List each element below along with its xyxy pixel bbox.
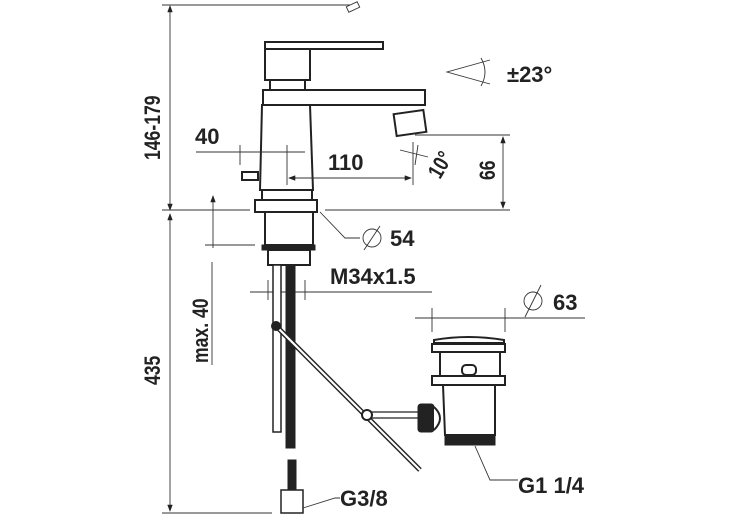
label-23-deg: ±23° bbox=[507, 62, 552, 87]
label-g38: G3/8 bbox=[340, 486, 388, 511]
label-g114: G1 1/4 bbox=[518, 473, 585, 498]
pop-up-rod bbox=[271, 321, 441, 472]
drain-valve bbox=[431, 336, 506, 446]
dimension-66: 66 bbox=[415, 134, 510, 209]
label-max-40: max. 40 bbox=[189, 298, 213, 363]
height-dimension-146-179: 146-179 bbox=[141, 1, 361, 211]
base-diameter-54: 54 bbox=[319, 211, 415, 251]
label-63: 63 bbox=[553, 290, 577, 315]
label-54: 54 bbox=[390, 226, 415, 251]
label-40: 40 bbox=[195, 124, 219, 149]
label-66: 66 bbox=[476, 160, 500, 180]
dimension-40: 40 bbox=[195, 124, 305, 185]
dimension-435: 435 bbox=[141, 213, 272, 514]
aerator-angle: 10° bbox=[399, 144, 458, 183]
swivel-angle: ±23° bbox=[445, 57, 552, 87]
label-435: 435 bbox=[141, 356, 165, 385]
drain-thread-g114: G1 1/4 bbox=[474, 445, 585, 498]
faucet-body bbox=[241, 41, 428, 213]
label-10-deg: 10° bbox=[424, 148, 458, 183]
supply-hoses bbox=[272, 264, 304, 514]
label-m34: M34x1.5 bbox=[330, 264, 416, 289]
thread-dimension: M34x1.5 bbox=[250, 264, 432, 300]
label-110: 110 bbox=[328, 150, 364, 175]
hose-connection-g38: G3/8 bbox=[302, 486, 388, 511]
dimension-max-40: max. 40 bbox=[189, 195, 255, 365]
drain-diameter-63: 63 bbox=[415, 284, 585, 332]
dimension-110: 110 bbox=[288, 142, 414, 185]
height-label: 146-179 bbox=[141, 95, 165, 160]
shank bbox=[261, 211, 316, 266]
